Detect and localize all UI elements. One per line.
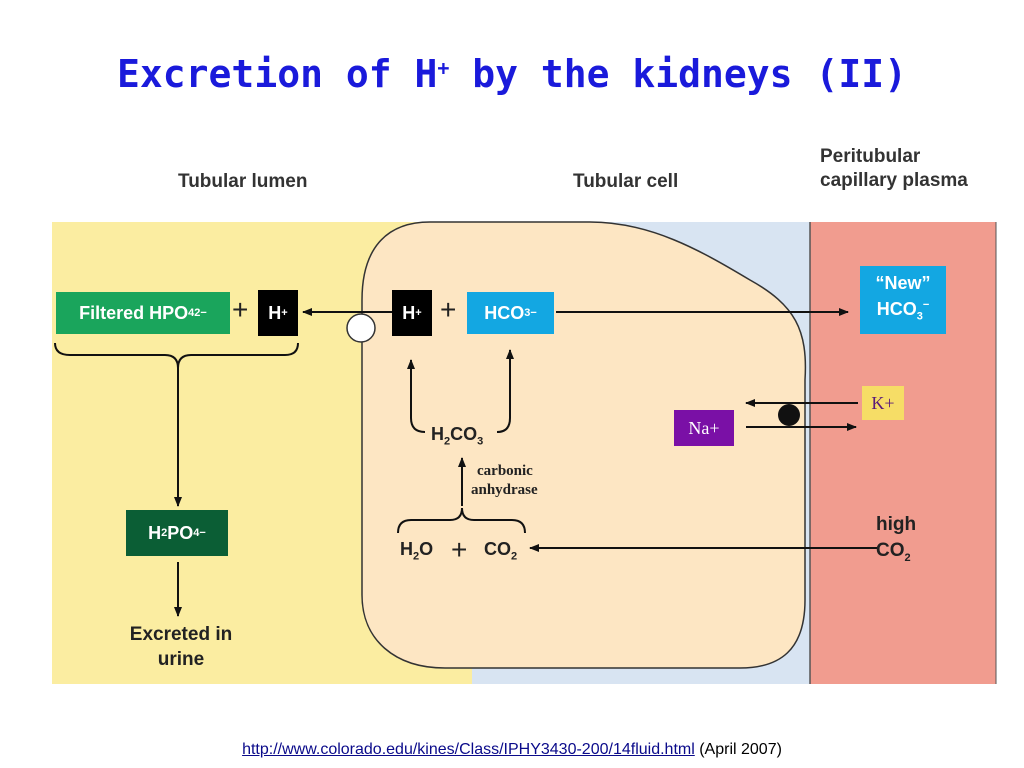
new-hco3-box: “New” HCO3− [860,266,946,334]
h-transporter [346,313,376,343]
slide-title: Excretion of H+ by the kidneys (II) [117,52,907,96]
tubular-cell-label: Tubular cell [573,171,679,192]
h2o-label: H2O [400,539,434,563]
plus-sign: + [451,534,468,565]
source-link[interactable]: http://www.colorado.edu/kines/Class/IPHY… [242,741,695,758]
h2co3-label: H2CO3 [431,424,484,448]
na-k-pump [778,404,800,426]
high-co2-label: high CO2 [876,514,917,564]
h-plus-lumen-box: H+ [258,290,298,336]
tubular-lumen-label: Tubular lumen [178,171,308,192]
source-date: (April 2007) [699,741,782,758]
h-plus-cell-box: H+ [392,290,432,336]
co2-cell-label: CO2 [484,539,518,563]
reaction-bracket [397,507,526,534]
plus-sign: + [232,294,249,325]
na-plus-box: Na+ [674,410,734,446]
k-plus-box: K+ [862,386,904,420]
arrow-h2co3-to-h [407,359,426,433]
tubular-cell-body [361,221,807,669]
source-citation: http://www.colorado.edu/kines/Class/IPHY… [0,741,1024,759]
arrow-h2co3-to-hco3 [496,349,514,433]
plus-sign: + [440,294,457,325]
